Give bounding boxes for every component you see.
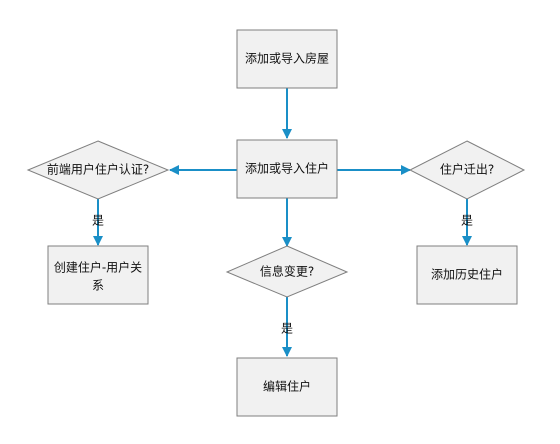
decision-label-frontend-user-auth: 前端用户住户认证? <box>47 162 149 177</box>
node-label-add-import-house: 添加或导入房屋 <box>245 51 329 66</box>
process-add-history-resident: 添加历史住户 <box>416 245 518 305</box>
process-create-user-relation: 创建住户-用户关 系 <box>47 245 149 305</box>
decision-frontend-user-auth: 前端用户住户认证? <box>26 140 170 200</box>
decision-resident-move-out: 住户迁出? <box>408 140 526 200</box>
connectors <box>93 88 472 357</box>
node-label-add-import-resident: 添加或导入住户 <box>245 161 329 176</box>
decision-info-changed: 信息变更? <box>225 245 349 298</box>
node-label-edit-resident: 编辑住户 <box>263 379 311 394</box>
node-label-add-history-resident: 添加历史住户 <box>431 267 503 282</box>
process-add-import-house: 添加或导入房屋 <box>236 29 338 89</box>
edge-label-yes-left: 是 <box>92 214 104 228</box>
node-label-create-user-relation-line1: 创建住户-用户关 <box>54 260 142 275</box>
edge-label-yes-center: 是 <box>281 322 293 336</box>
process-edit-resident: 编辑住户 <box>236 357 338 417</box>
node-label-create-user-relation-line2: 系 <box>92 279 104 293</box>
edge-label-yes-right: 是 <box>461 214 473 228</box>
process-add-import-resident: 添加或导入住户 <box>236 139 338 199</box>
decision-label-resident-move-out: 住户迁出? <box>440 162 494 177</box>
decision-label-info-changed: 信息变更? <box>260 264 314 279</box>
